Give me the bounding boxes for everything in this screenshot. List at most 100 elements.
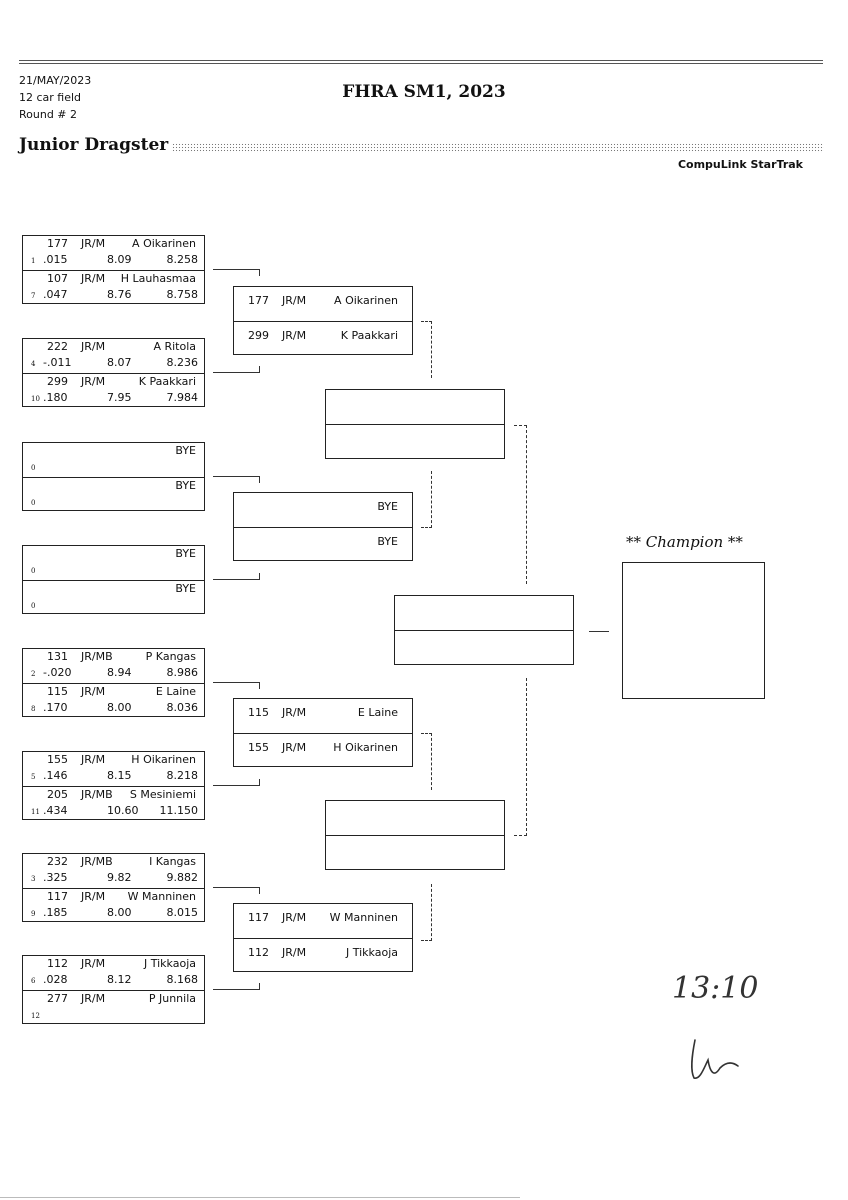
driver-name: A Oikarinen [334, 294, 398, 307]
driver-name: H Lauhasmaa [120, 272, 196, 285]
driver-name: A Ritola [153, 340, 196, 353]
driver-name: S Mesiniemi [129, 788, 196, 801]
car-class: JR/M [282, 329, 307, 342]
lane-top [395, 596, 573, 630]
qualifying-position: 0 [31, 499, 36, 507]
run-value: 8.015 [166, 906, 199, 919]
lane-bottom: 299 JR/M K Paakkari 10 .180 7.95 7.984 [23, 373, 204, 407]
driver-name: P Kangas [145, 650, 196, 663]
champion-label: ** Champion ** [626, 533, 743, 551]
lane-top: 177 JR/M A Oikarinen 1 .015 8.09 8.258 [23, 236, 204, 270]
car-class: JR/M [81, 957, 106, 970]
connector-r3m2 [514, 678, 527, 836]
qualifying-position: 1 [31, 257, 36, 265]
car-number: 155 [248, 741, 269, 754]
elapsed-time: 10.60 [107, 804, 139, 817]
event-title: FHRA SM1, 2023 [342, 82, 506, 102]
driver-name: W Manninen [127, 890, 196, 903]
connector-r1m5 [213, 682, 260, 689]
run-value: 8.236 [166, 356, 199, 369]
car-class: JR/M [81, 685, 106, 698]
car-number: 177 [47, 237, 68, 250]
driver-name: BYE [175, 479, 196, 492]
car-number: 222 [47, 340, 68, 353]
top-rule-inner [19, 63, 823, 64]
event-info: 21/MAY/2023 12 car field Round # 2 [19, 72, 91, 123]
driver-name: BYE [377, 535, 398, 548]
reaction-time: -.020 [43, 666, 72, 679]
reaction-time: .028 [43, 973, 68, 986]
elapsed-time: 9.82 [107, 871, 132, 884]
lane-bottom: 277 JR/M P Junnila 12 [23, 990, 204, 1024]
elapsed-time: 8.12 [107, 973, 132, 986]
qualifying-position: 6 [31, 977, 36, 985]
run-value: 8.258 [166, 253, 199, 266]
lane-top: 232 JR/MB I Kangas 3 .325 9.82 9.882 [23, 854, 204, 888]
round2-match-2: BYE BYE [233, 492, 413, 561]
round1-match-2: 222 JR/M A Ritola 4 -.011 8.07 8.236 299… [22, 338, 205, 407]
car-number: 117 [248, 911, 269, 924]
car-class: JR/M [282, 911, 307, 924]
lane-bottom: BYE [234, 527, 412, 561]
car-number: 277 [47, 992, 68, 1005]
elapsed-time: 7.95 [107, 391, 132, 404]
driver-name: E Laine [357, 706, 398, 719]
lane-bottom [326, 424, 504, 458]
car-class: JR/M [81, 237, 106, 250]
lane-top: 222 JR/M A Ritola 4 -.011 8.07 8.236 [23, 339, 204, 373]
car-number: 232 [47, 855, 68, 868]
round-number: Round # 2 [19, 108, 78, 121]
bottom-rule [0, 1197, 520, 1198]
reaction-time: .170 [43, 701, 68, 714]
connector-r1m1 [213, 269, 260, 276]
run-value: 8.218 [166, 769, 199, 782]
run-value: 8.168 [166, 973, 199, 986]
lane-top [326, 390, 504, 424]
round1-match-6: 155 JR/M H Oikarinen 5 .146 8.15 8.218 2… [22, 751, 205, 820]
driver-name: A Oikarinen [132, 237, 196, 250]
elapsed-time: 8.09 [107, 253, 132, 266]
driver-name: W Manninen [329, 911, 398, 924]
reaction-time: .325 [43, 871, 68, 884]
car-class: JR/M [282, 706, 307, 719]
connector-r2m1 [421, 321, 432, 378]
qualifying-position: 8 [31, 705, 36, 713]
run-value: 11.150 [159, 804, 199, 817]
driver-name: E Laine [155, 685, 196, 698]
lane-bottom: 117 JR/M W Manninen 9 .185 8.00 8.015 [23, 888, 204, 922]
handwritten-note: 13:10 [672, 971, 758, 1079]
lane-bottom: 205 JR/MB S Mesiniemi 11 .434 10.60 11.1… [23, 786, 204, 820]
car-number: 117 [47, 890, 68, 903]
driver-name: K Paakkari [340, 329, 398, 342]
car-number: 131 [47, 650, 68, 663]
round1-match-3: BYE 0 BYE 0 [22, 442, 205, 511]
round3-match-2 [325, 800, 505, 870]
run-value: 7.984 [166, 391, 199, 404]
lane-bottom [395, 630, 573, 664]
car-class: JR/MB [81, 788, 113, 801]
connector-final [589, 631, 609, 632]
run-value: 8.036 [166, 701, 199, 714]
connector-r2m4 [421, 884, 432, 941]
lane-bottom: BYE 0 [23, 580, 204, 614]
car-class: JR/M [81, 753, 106, 766]
round1-match-5: 131 JR/MB P Kangas 2 -.020 8.94 8.986 11… [22, 648, 205, 717]
elapsed-time: 8.76 [107, 288, 132, 301]
reaction-time: .047 [43, 288, 68, 301]
elapsed-time: 8.00 [107, 906, 132, 919]
driver-name: BYE [175, 444, 196, 457]
signature-mark [690, 1039, 739, 1079]
round2-match-4: 117 JR/M W Manninen 112 JR/M J Tikkaoja [233, 903, 413, 972]
driver-name: BYE [175, 547, 196, 560]
qualifying-position: 5 [31, 773, 36, 781]
round3-match-1 [325, 389, 505, 459]
reaction-time: .180 [43, 391, 68, 404]
car-class: JR/M [81, 992, 106, 1005]
lane-top: BYE 0 [23, 546, 204, 580]
lane-bottom: 112 JR/M J Tikkaoja [234, 938, 412, 972]
car-number: 112 [248, 946, 269, 959]
handwritten-time: 13:10 [672, 971, 758, 1006]
car-number: 299 [248, 329, 269, 342]
top-rule [19, 60, 823, 61]
connector-r3m1 [514, 425, 527, 584]
